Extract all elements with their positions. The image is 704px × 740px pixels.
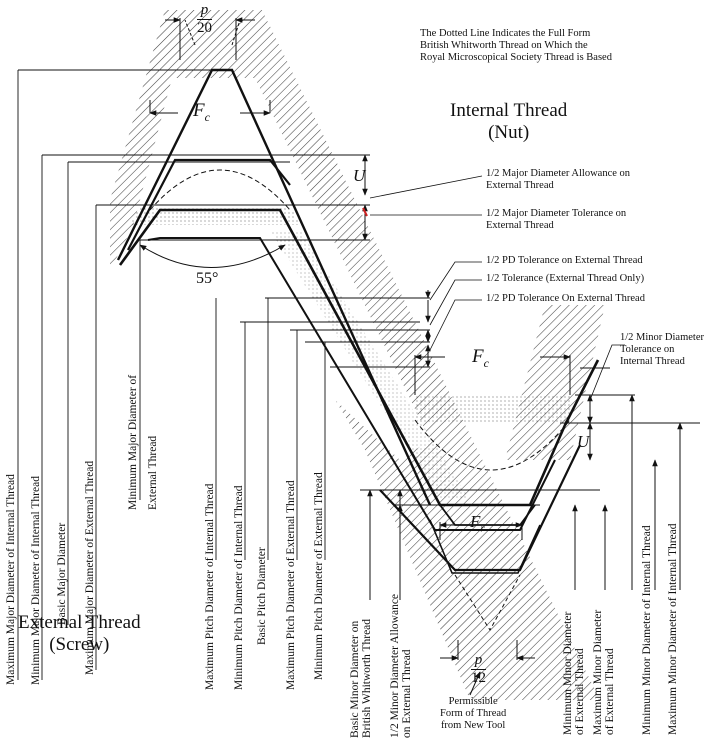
label-min-pitch-internal: Minimum Pitch Diameter of Internal Threa…	[233, 485, 245, 691]
internal-thread-title: Internal Thread (Nut)	[450, 100, 568, 143]
label-min-major-internal: Minimum Major Diameter of Internal Threa…	[30, 476, 42, 685]
angle-label: 55°	[196, 270, 219, 289]
label-basic-pitch: Basic Pitch Diameter	[256, 547, 268, 645]
lower-v	[379, 444, 581, 572]
note-dotted-line: The Dotted Line Indicates the Full Form …	[420, 28, 612, 64]
label-max-pitch-internal: Maximum Pitch Diameter of Internal Threa…	[204, 483, 216, 690]
callout-pd-tolerance-2: 1/2 PD Tolerance On External Thread	[486, 293, 645, 304]
dashed-tool-form	[454, 574, 521, 631]
fr-symbol: Fr	[470, 512, 485, 535]
label-min-minor-internal: Minimum Minor Diameter of Internal Threa…	[641, 525, 653, 735]
label-max-major-internal: Maximum Major Diameter of Internal Threa…	[5, 474, 17, 685]
fc-symbol-top: Fc	[193, 100, 210, 124]
fc-symbol-right: Fc	[472, 346, 489, 370]
dotted-band-diag	[270, 230, 470, 500]
callout-pd-tolerance-1: 1/2 PD Tolerance on External Thread	[486, 255, 643, 266]
callout-tolerance-ext-only: 1/2 Tolerance (External Thread Only)	[486, 273, 645, 284]
label-min-pitch-external: Minimum Pitch Diameter of External Threa…	[313, 472, 325, 680]
label-max-minor-internal: Maximum Minor Diameter of Internal Threa…	[667, 523, 679, 735]
dashed-root-top	[149, 169, 291, 211]
label-max-major-external: Maximum Major Diameter of External Threa…	[84, 460, 96, 675]
outer-flank	[116, 68, 432, 506]
dotted-band-right	[415, 395, 570, 423]
lower-v-bottom	[429, 519, 541, 574]
label-basic-major: Basic Major Diameter	[56, 522, 68, 625]
external-thread-title: External Thread (Screw)	[18, 612, 141, 655]
u-symbol-top: U	[353, 166, 366, 185]
permissible-form-note: Permissible Form of Thread from New Tool	[440, 696, 507, 732]
callout-minor-tolerance: 1/2 Minor Diameter Tolerance on Internal…	[620, 332, 704, 368]
label-max-pitch-external: Maximum Pitch Diameter of External Threa…	[285, 480, 297, 690]
dashed-root-bottom	[414, 419, 571, 471]
u-symbol-right: U	[577, 432, 590, 451]
minor-outer	[439, 504, 536, 526]
